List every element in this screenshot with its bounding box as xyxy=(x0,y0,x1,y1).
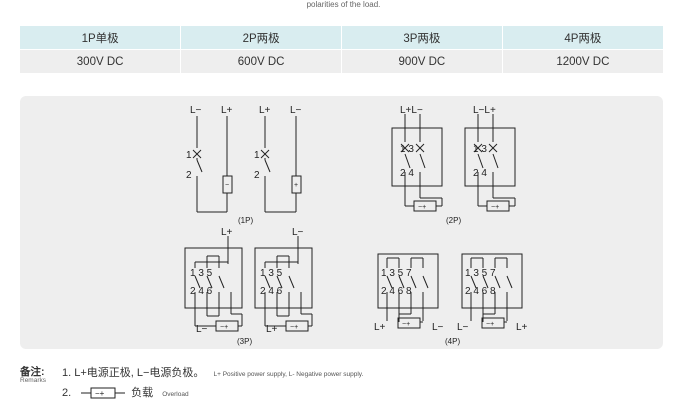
load-symbol: −+ xyxy=(418,204,426,211)
wiring-diagram: L− L+ L+ L− 1 2 1 2 (1P) L+L− L−L+ 1 3 2… xyxy=(184,105,528,346)
voltage-4p: 1200V DC xyxy=(502,49,663,73)
remark-note-1-en: L+ Positive power supply, L- Negative po… xyxy=(213,371,364,378)
load-symbol: −+ xyxy=(486,321,494,328)
diagram-3p-b xyxy=(254,236,313,332)
remarks-label-en: Remarks xyxy=(20,377,47,384)
remark-note-1: 1. L+电源正极, L−电源负极。 L+ Positive power sup… xyxy=(62,364,363,380)
terminal-label: L−L+ xyxy=(473,105,496,116)
terminal-label: L− xyxy=(432,322,444,333)
remark-note-2-text: 负载 xyxy=(131,387,154,399)
header-3p: 3P两极 xyxy=(341,26,503,50)
table-row: 300V DC 600V DC 900V DC 1200V DC xyxy=(20,49,663,73)
contact-number: 2 4 6 xyxy=(260,286,283,297)
voltage-table: 1P单极 2P两极 3P两极 4P两极 300V DC 600V DC 900V… xyxy=(20,26,663,73)
load-symbol: + xyxy=(294,182,298,189)
diagram-caption-2p: (2P) xyxy=(446,216,461,225)
diagram-2p-b xyxy=(464,114,516,212)
load-icon: −+ xyxy=(81,387,126,399)
voltage-3p: 900V DC xyxy=(341,49,503,73)
contact-number: 1 xyxy=(254,150,260,161)
top-note: polarities of the load. xyxy=(306,0,381,9)
terminal-label: L− xyxy=(292,227,304,238)
terminal-label: L− xyxy=(457,322,469,333)
load-symbol: −+ xyxy=(290,324,298,331)
diagram-4p-b xyxy=(461,253,523,329)
remark-note-2: 2. −+ 负载 Overload xyxy=(62,384,189,400)
load-symbol: −+ xyxy=(491,204,499,211)
terminal-label: L− xyxy=(196,324,208,335)
terminal-label: L+ xyxy=(374,322,386,333)
contact-number: 1 xyxy=(186,150,192,161)
contact-number: 2 xyxy=(254,170,260,181)
terminal-label: L+ xyxy=(221,227,233,238)
header-4p: 4P两极 xyxy=(502,26,663,50)
table-header-row: 1P单极 2P两极 3P两极 4P两极 xyxy=(20,26,663,50)
header-2p: 2P两极 xyxy=(180,26,342,50)
terminal-label: L+ xyxy=(221,105,233,116)
load-symbol: −+ xyxy=(220,324,228,331)
diagram-1p-a xyxy=(192,116,233,213)
contact-number: 1 3 5 7 xyxy=(381,268,412,279)
remark-note-1-text: 1. L+电源正极, L−电源负极。 xyxy=(62,367,205,379)
contact-number: 2 4 6 xyxy=(190,286,213,297)
load-symbol: −+ xyxy=(402,321,410,328)
remark-note-2-number: 2. xyxy=(62,387,72,399)
diagram-caption-1p: (1P) xyxy=(238,216,253,225)
terminal-label: L− xyxy=(290,105,302,116)
contact-number: 1 3 5 xyxy=(260,268,283,279)
contact-number: 1 3 xyxy=(473,144,487,155)
header-1p: 1P单极 xyxy=(20,26,182,50)
contact-number: 2 xyxy=(186,170,192,181)
voltage-2p: 600V DC xyxy=(180,49,342,73)
terminal-label: L− xyxy=(190,105,202,116)
wiring-diagram-panel: L− L+ L+ L− 1 2 1 2 (1P) L+L− L−L+ 1 3 2… xyxy=(20,96,663,349)
load-symbol: − xyxy=(225,182,229,189)
contact-number: 2 4 6 8 xyxy=(381,286,412,297)
contact-number: 2 4 xyxy=(400,168,414,179)
contact-number: 1 3 xyxy=(400,144,414,155)
load-icon-polarity: −+ xyxy=(95,389,105,398)
remark-note-2-en: Overload xyxy=(162,391,189,398)
terminal-label: L+ xyxy=(516,322,528,333)
diagram-caption-4p: (4P) xyxy=(445,337,460,346)
contact-number: 2 4 xyxy=(473,168,487,179)
voltage-1p: 300V DC xyxy=(20,49,182,73)
terminal-label: L+ xyxy=(266,324,278,335)
diagram-4p-a xyxy=(377,253,439,329)
diagram-3p-a xyxy=(184,236,243,332)
diagram-1p-b xyxy=(260,116,302,213)
contact-number: 1 3 5 xyxy=(190,268,213,279)
remarks-label: 备注: xyxy=(20,366,45,378)
contact-number: 2 4 6 8 xyxy=(465,286,496,297)
terminal-label: L+L− xyxy=(400,105,423,116)
terminal-label: L+ xyxy=(259,105,271,116)
contact-number: 1 3 5 7 xyxy=(465,268,496,279)
diagram-caption-3p: (3P) xyxy=(237,337,252,346)
diagram-2p-a xyxy=(391,114,443,212)
